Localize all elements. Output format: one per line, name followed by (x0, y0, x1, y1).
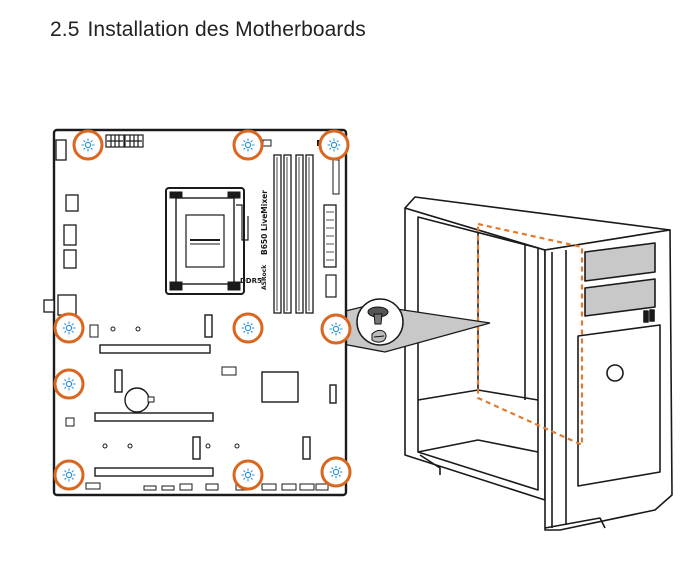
screw-hole-4 (53, 312, 85, 344)
section-heading: 2.5 Installation des Motherboards (50, 18, 366, 42)
screw-hole-1 (72, 129, 104, 161)
screw-hole-7 (53, 368, 85, 400)
standoff-icon (241, 321, 255, 335)
pc-case (404, 196, 673, 531)
screw-hole-6 (320, 313, 352, 345)
standoff-icon (62, 468, 76, 482)
board-model-label: B650 LiveMixer (260, 190, 269, 255)
standoff-icon (329, 465, 343, 479)
board-memory-label: DDR5 (240, 277, 262, 285)
standoff-icon (329, 322, 343, 336)
memory-slots (273, 154, 314, 314)
standoff-icon (62, 377, 76, 391)
screw-hole-8 (53, 459, 85, 491)
screw-hole-5 (232, 312, 264, 344)
standoff-icon (62, 321, 76, 335)
screw-hole-3 (318, 129, 350, 161)
board-brand-label: ASRock (261, 264, 268, 290)
standoff-icon (241, 468, 255, 482)
screw-icon (367, 306, 389, 343)
section-title: Installation des Motherboards (87, 18, 366, 41)
standoff-icon (327, 138, 341, 152)
section-number: 2.5 (50, 18, 80, 41)
standoff-icon (241, 138, 255, 152)
screw-hole-9 (232, 459, 264, 491)
standoff-icon (81, 138, 95, 152)
power-button-icon (606, 364, 624, 382)
screw-hole-2 (232, 129, 264, 161)
screw-hole-10 (320, 456, 352, 488)
cpu-socket (165, 187, 249, 295)
motherboard: B650 LiveMixer ASRock DDR5 (43, 128, 348, 497)
pcie-slots (94, 314, 337, 477)
standoff-markers (53, 129, 352, 491)
cmos-battery (124, 387, 150, 413)
